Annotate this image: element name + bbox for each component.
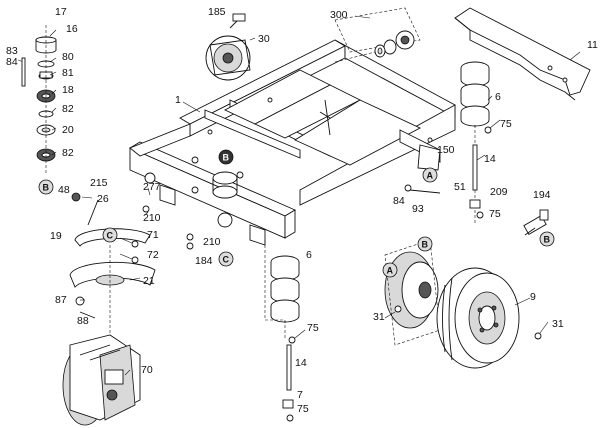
label-9: 9: [530, 291, 536, 303]
main-frame: [129, 39, 456, 246]
label-150: 150: [437, 144, 455, 156]
label-210a: 210: [143, 212, 161, 224]
label-185: 185: [208, 6, 226, 18]
label-277: 277: [143, 181, 161, 193]
part-6-mount-bottom: [264, 240, 300, 422]
tag-b-circle: [218, 149, 234, 165]
label-31b: 31: [552, 318, 564, 330]
label-184: 184: [195, 255, 213, 267]
label-84b: 84: [393, 195, 405, 207]
label-75c: 75: [307, 322, 319, 334]
part-30-hose-reel: [205, 13, 251, 81]
leader-lines: [49, 15, 581, 376]
callout-tags: B C B C A A B B: [38, 149, 555, 278]
part-70-drive-motor: [62, 334, 141, 426]
tag-b1: B: [223, 153, 230, 163]
label-83: 83: [6, 45, 18, 57]
label-210b: 210: [203, 236, 221, 248]
left-mount-stack: [17, 25, 57, 175]
label-6a: 6: [495, 91, 501, 103]
small-hardware: [142, 144, 549, 250]
label-71: 71: [147, 229, 159, 241]
tag-c1: C: [223, 255, 230, 265]
label-72: 72: [147, 249, 159, 261]
part-number-labels: 17 16 83 84 80 81 18 82 20 82 1 185 30 3…: [6, 6, 598, 415]
label-20: 20: [62, 124, 74, 136]
label-30: 30: [258, 33, 270, 45]
tag-a-circle: [422, 167, 438, 183]
tag-b4: B: [544, 235, 551, 245]
label-19: 19: [50, 230, 62, 242]
tag-b-circle: [417, 236, 433, 252]
label-51: 51: [454, 181, 466, 193]
label-14a: 14: [484, 153, 496, 165]
tag-c-circle: [102, 227, 118, 243]
part-11-bracket: [454, 7, 591, 101]
tag-b3: B: [422, 240, 429, 250]
label-70: 70: [141, 364, 153, 376]
label-21: 21: [143, 275, 155, 287]
label-31a: 31: [373, 311, 385, 323]
label-82b: 82: [62, 147, 74, 159]
label-17: 17: [55, 6, 67, 18]
tag-b2: B: [43, 183, 50, 193]
label-18: 18: [62, 84, 74, 96]
label-6b: 6: [306, 249, 312, 261]
tag-c-circle: [218, 251, 234, 267]
part-9-wheel: [384, 239, 542, 369]
label-80: 80: [62, 51, 74, 63]
tag-a2: A: [387, 266, 394, 276]
label-209: 209: [490, 186, 508, 198]
label-1: 1: [175, 94, 181, 106]
label-75a: 75: [500, 118, 512, 130]
label-14b: 14: [295, 357, 307, 369]
label-84a: 84: [6, 56, 18, 68]
label-75b: 75: [489, 208, 501, 220]
label-194: 194: [533, 189, 551, 201]
tag-b-circle: [38, 179, 54, 195]
label-75d: 75: [297, 403, 309, 415]
part-6-mount-right: [460, 61, 492, 225]
tag-c2: C: [107, 231, 114, 241]
tag-a1: A: [427, 171, 434, 181]
tag-b-circle: [539, 231, 555, 247]
label-81: 81: [62, 67, 74, 79]
label-11: 11: [587, 39, 598, 51]
part-300-bearing-set: [334, 7, 421, 63]
tag-a-circle: [382, 262, 398, 278]
label-26: 26: [97, 193, 109, 205]
label-300: 300: [330, 9, 348, 21]
label-88: 88: [77, 315, 89, 327]
label-82a: 82: [62, 103, 74, 115]
label-93: 93: [412, 203, 424, 215]
label-16: 16: [66, 23, 78, 35]
label-7: 7: [297, 389, 303, 401]
label-215: 215: [90, 177, 108, 189]
label-48: 48: [58, 184, 70, 196]
label-87: 87: [55, 294, 67, 306]
